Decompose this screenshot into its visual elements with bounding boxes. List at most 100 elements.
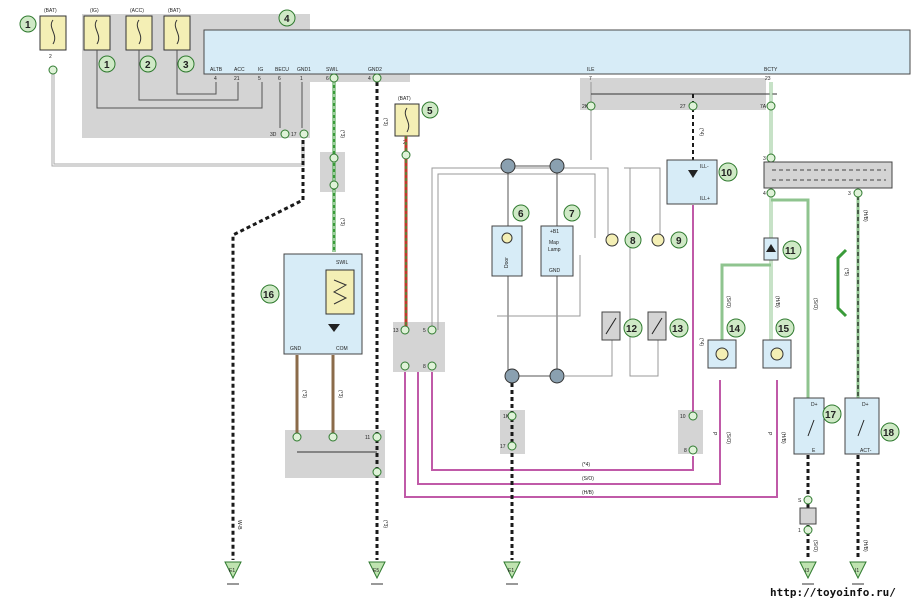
callout-12: 12: [623, 318, 643, 338]
wire-grid-h: [624, 167, 661, 238]
pin-3a: [853, 188, 863, 198]
wl-swil2: (*3): [339, 218, 345, 226]
pin-num-becu: 6: [278, 76, 281, 82]
pin-bcty: BCTY: [764, 67, 778, 73]
component-14-lamp: [707, 339, 737, 369]
wl-16b: (*3): [337, 390, 343, 398]
callout-10: 10: [718, 162, 738, 182]
pin-1b: [803, 525, 813, 535]
callout-16: 16: [260, 284, 280, 304]
wl-gnd2b: (*3): [382, 520, 388, 528]
c7-sub: Lamp: [548, 247, 561, 253]
callout-13: 13: [669, 318, 689, 338]
wire-grid-g: [629, 168, 659, 377]
fuse-bat-right: (BAT) 2: [394, 96, 420, 146]
conn-17k: 17: [500, 444, 506, 450]
conn-3: 3: [763, 156, 766, 162]
wire-pink-1: [404, 372, 778, 498]
pin-num-gnd2: 4: [368, 76, 371, 82]
ground-i1: I1: [849, 561, 867, 585]
callout-5: 5: [421, 101, 439, 119]
fuse-bat-right-label: (BAT): [398, 96, 411, 102]
ground-e5: E5: [368, 561, 386, 585]
conn-4: 4: [763, 191, 766, 197]
splice-3: [504, 368, 520, 384]
wl-hb1: (H/B): [780, 432, 786, 444]
svg-text:3: 3: [183, 60, 189, 71]
fuse-bat-mid: (BAT): [163, 8, 191, 51]
callout-7: 7: [563, 204, 581, 222]
component-7-map-lamp: +B1 Map Lamp GND: [540, 225, 574, 277]
callout-6: 6: [512, 204, 530, 222]
svg-text:7: 7: [569, 209, 575, 220]
wl-pink: (*4): [698, 338, 704, 346]
callout-14: 14: [726, 318, 746, 338]
wire-bat: [176, 50, 217, 95]
grounds: E1 E5 E1 I3 I1: [224, 561, 867, 585]
pin-ig: IG: [258, 67, 263, 73]
wires: [51, 50, 860, 560]
wire-gnd1-ground: [231, 140, 305, 560]
fuse-acc: (ACC): [125, 8, 153, 51]
pin-2k: [586, 101, 596, 111]
pin-fuse5: [401, 150, 411, 160]
svg-text:E5: E5: [373, 568, 379, 574]
svg-text:18: 18: [883, 428, 895, 439]
component-16-switch-module: SWIL GND COM: [283, 253, 363, 355]
c18-d: D+: [862, 402, 869, 408]
svg-text:4: 4: [284, 14, 290, 25]
pin-becu: BECU: [275, 67, 289, 73]
pin-1k: [507, 411, 517, 421]
conn-10: 10: [680, 414, 686, 420]
svg-text:10: 10: [721, 168, 733, 179]
svg-text:12: 12: [626, 324, 638, 335]
conn-1k: 1K: [503, 414, 510, 420]
splice-2: [549, 158, 565, 174]
svg-text:2: 2: [145, 60, 151, 71]
body-ecu-box: [203, 29, 911, 75]
wl-16a: (*3): [301, 390, 307, 398]
pin-11b: [372, 432, 382, 442]
wire-acc: [138, 50, 239, 101]
pin-11c: [372, 467, 382, 477]
c7-b1: +B1: [550, 229, 559, 235]
component-9-lamp: [651, 233, 665, 247]
ground-e1-mid: E1: [503, 561, 521, 585]
connector-s-block: [799, 507, 817, 525]
callout-2: 2: [139, 55, 157, 73]
conn-s: S: [798, 498, 802, 504]
pin-13b: [400, 361, 410, 371]
pin-27: [688, 101, 698, 111]
component-10-key-cylinder-light: ILL- ILL+: [666, 159, 718, 205]
wl-swil: (*3): [339, 130, 345, 138]
c18-act: ACT-: [860, 448, 872, 454]
fuse-ig-label: (IG): [90, 8, 99, 14]
pin-5a-s: [803, 495, 813, 505]
callout-11: 11: [782, 240, 802, 260]
wl-p2: P: [766, 432, 772, 436]
c10-ill2: ILL+: [700, 196, 710, 202]
connector-pins: [48, 65, 863, 535]
pin-gnd1: GND1: [297, 67, 311, 73]
callout-1b: 1: [98, 55, 116, 73]
pin-8b: [688, 445, 698, 455]
wl-so4: (S/O): [812, 540, 818, 552]
fuse-bat-left: (BAT) 2: [39, 8, 67, 60]
svg-text:1: 1: [25, 20, 31, 31]
conn-27: 27: [680, 104, 686, 110]
conn-17: 17: [291, 132, 297, 138]
c16-com: COM: [336, 346, 348, 352]
pin-3: [766, 153, 776, 163]
pin-17: [299, 129, 309, 139]
wire-grid-e: [497, 255, 581, 317]
ground-i3: I3: [799, 561, 817, 585]
wire-ig: [96, 50, 263, 109]
splice-nodes: [500, 158, 565, 384]
svg-text:8: 8: [630, 236, 636, 247]
pin-altb: ALTB: [210, 67, 223, 73]
callout-8: 8: [624, 231, 642, 249]
wl-p1: P: [711, 432, 717, 436]
pin-4: [766, 188, 776, 198]
svg-text:E1: E1: [508, 568, 514, 574]
